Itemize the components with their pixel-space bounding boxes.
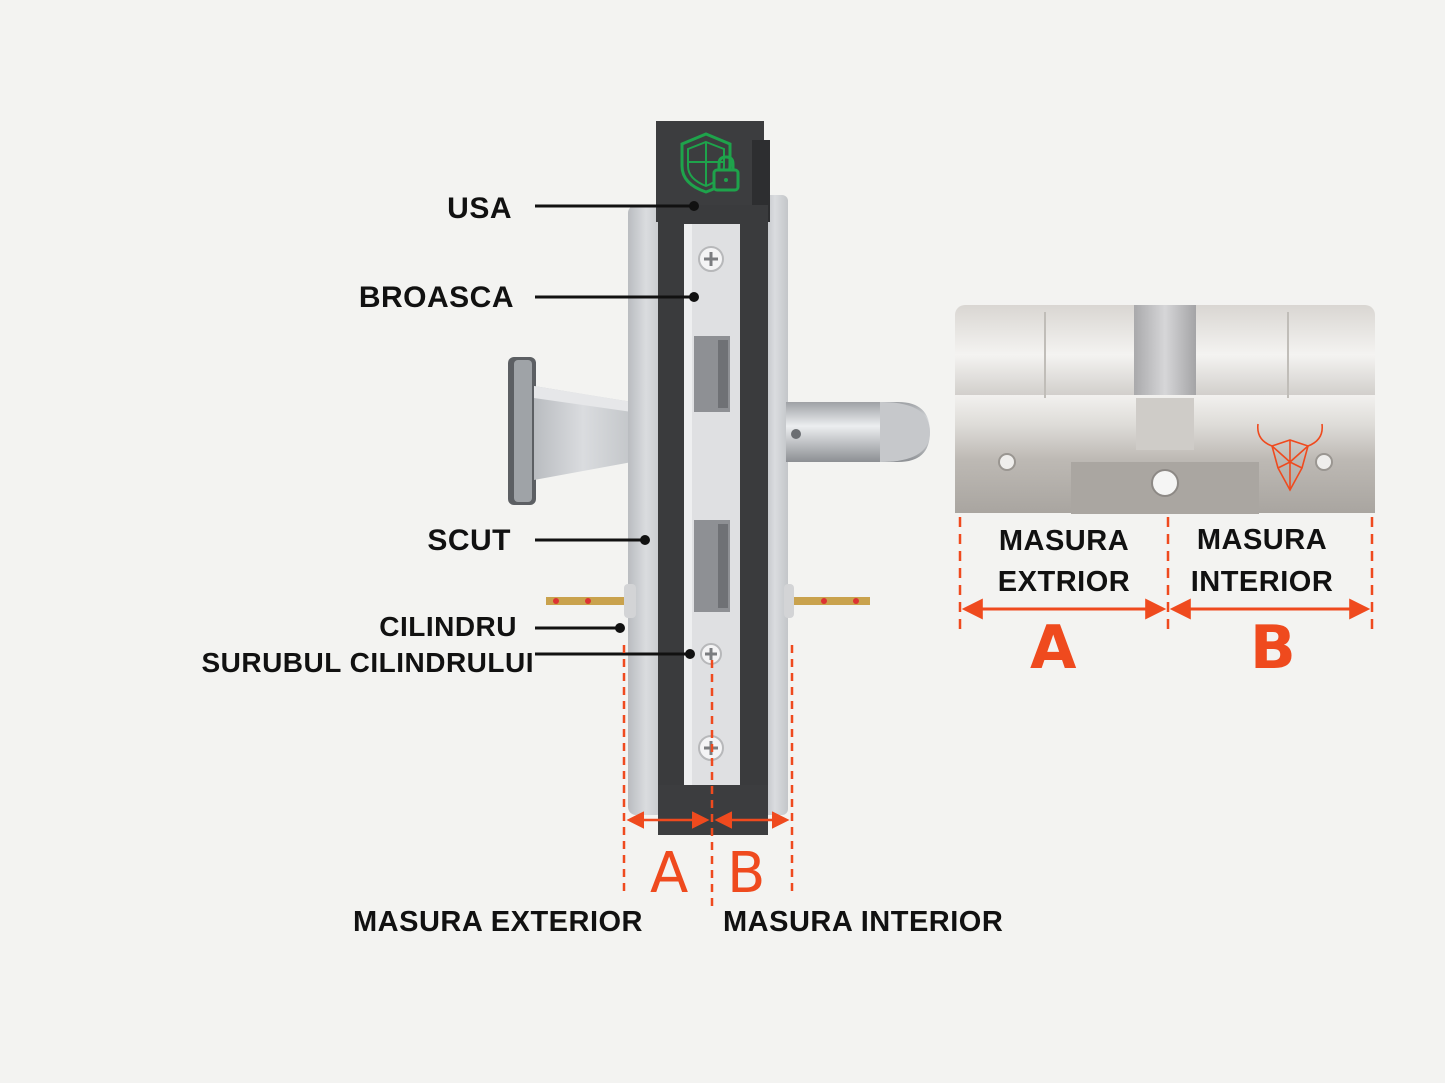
cyl-right-label-line1: MASURA — [1196, 524, 1328, 556]
callout-scut: SCUT — [427, 524, 511, 557]
callout-cilindru: CILINDRU — [379, 611, 517, 642]
bull-head-icon — [1256, 423, 1324, 492]
cyl-left-label-line2: EXTRIOR — [997, 566, 1131, 598]
lock-label-exterior: MASURA EXTERIOR — [353, 906, 643, 938]
escutcheon-inner — [762, 195, 788, 815]
door-handle — [786, 402, 930, 462]
lock-label-interior: MASURA INTERIOR — [723, 906, 1004, 938]
thumb-turn — [508, 357, 632, 505]
shield-lock-icon — [680, 132, 740, 194]
lock-letter-a: A — [650, 841, 689, 906]
callout-leaders — [535, 201, 699, 659]
cyl-left-label-line1: MASURA — [998, 525, 1130, 557]
callout-usa: USA — [447, 192, 512, 225]
cylinder-measure-guides — [958, 517, 1374, 636]
callout-broasca: BROASCA — [358, 281, 514, 314]
callout-surubul-cilindrului: SURUBUL CILINDRULUI — [201, 647, 534, 678]
escutcheon-outer — [628, 205, 664, 815]
cyl-right-label-line2: INTERIOR — [1190, 566, 1334, 598]
door-lock-assembly — [508, 121, 930, 835]
screw-icon — [698, 246, 724, 272]
cyl-letter-b: B — [1250, 613, 1296, 683]
lock-measure-guides — [622, 645, 794, 910]
cylinder-tails — [546, 584, 870, 618]
cyl-letter-a: A — [1030, 613, 1077, 683]
euro-cylinder — [955, 305, 1375, 514]
lock-letter-b: B — [727, 841, 766, 906]
